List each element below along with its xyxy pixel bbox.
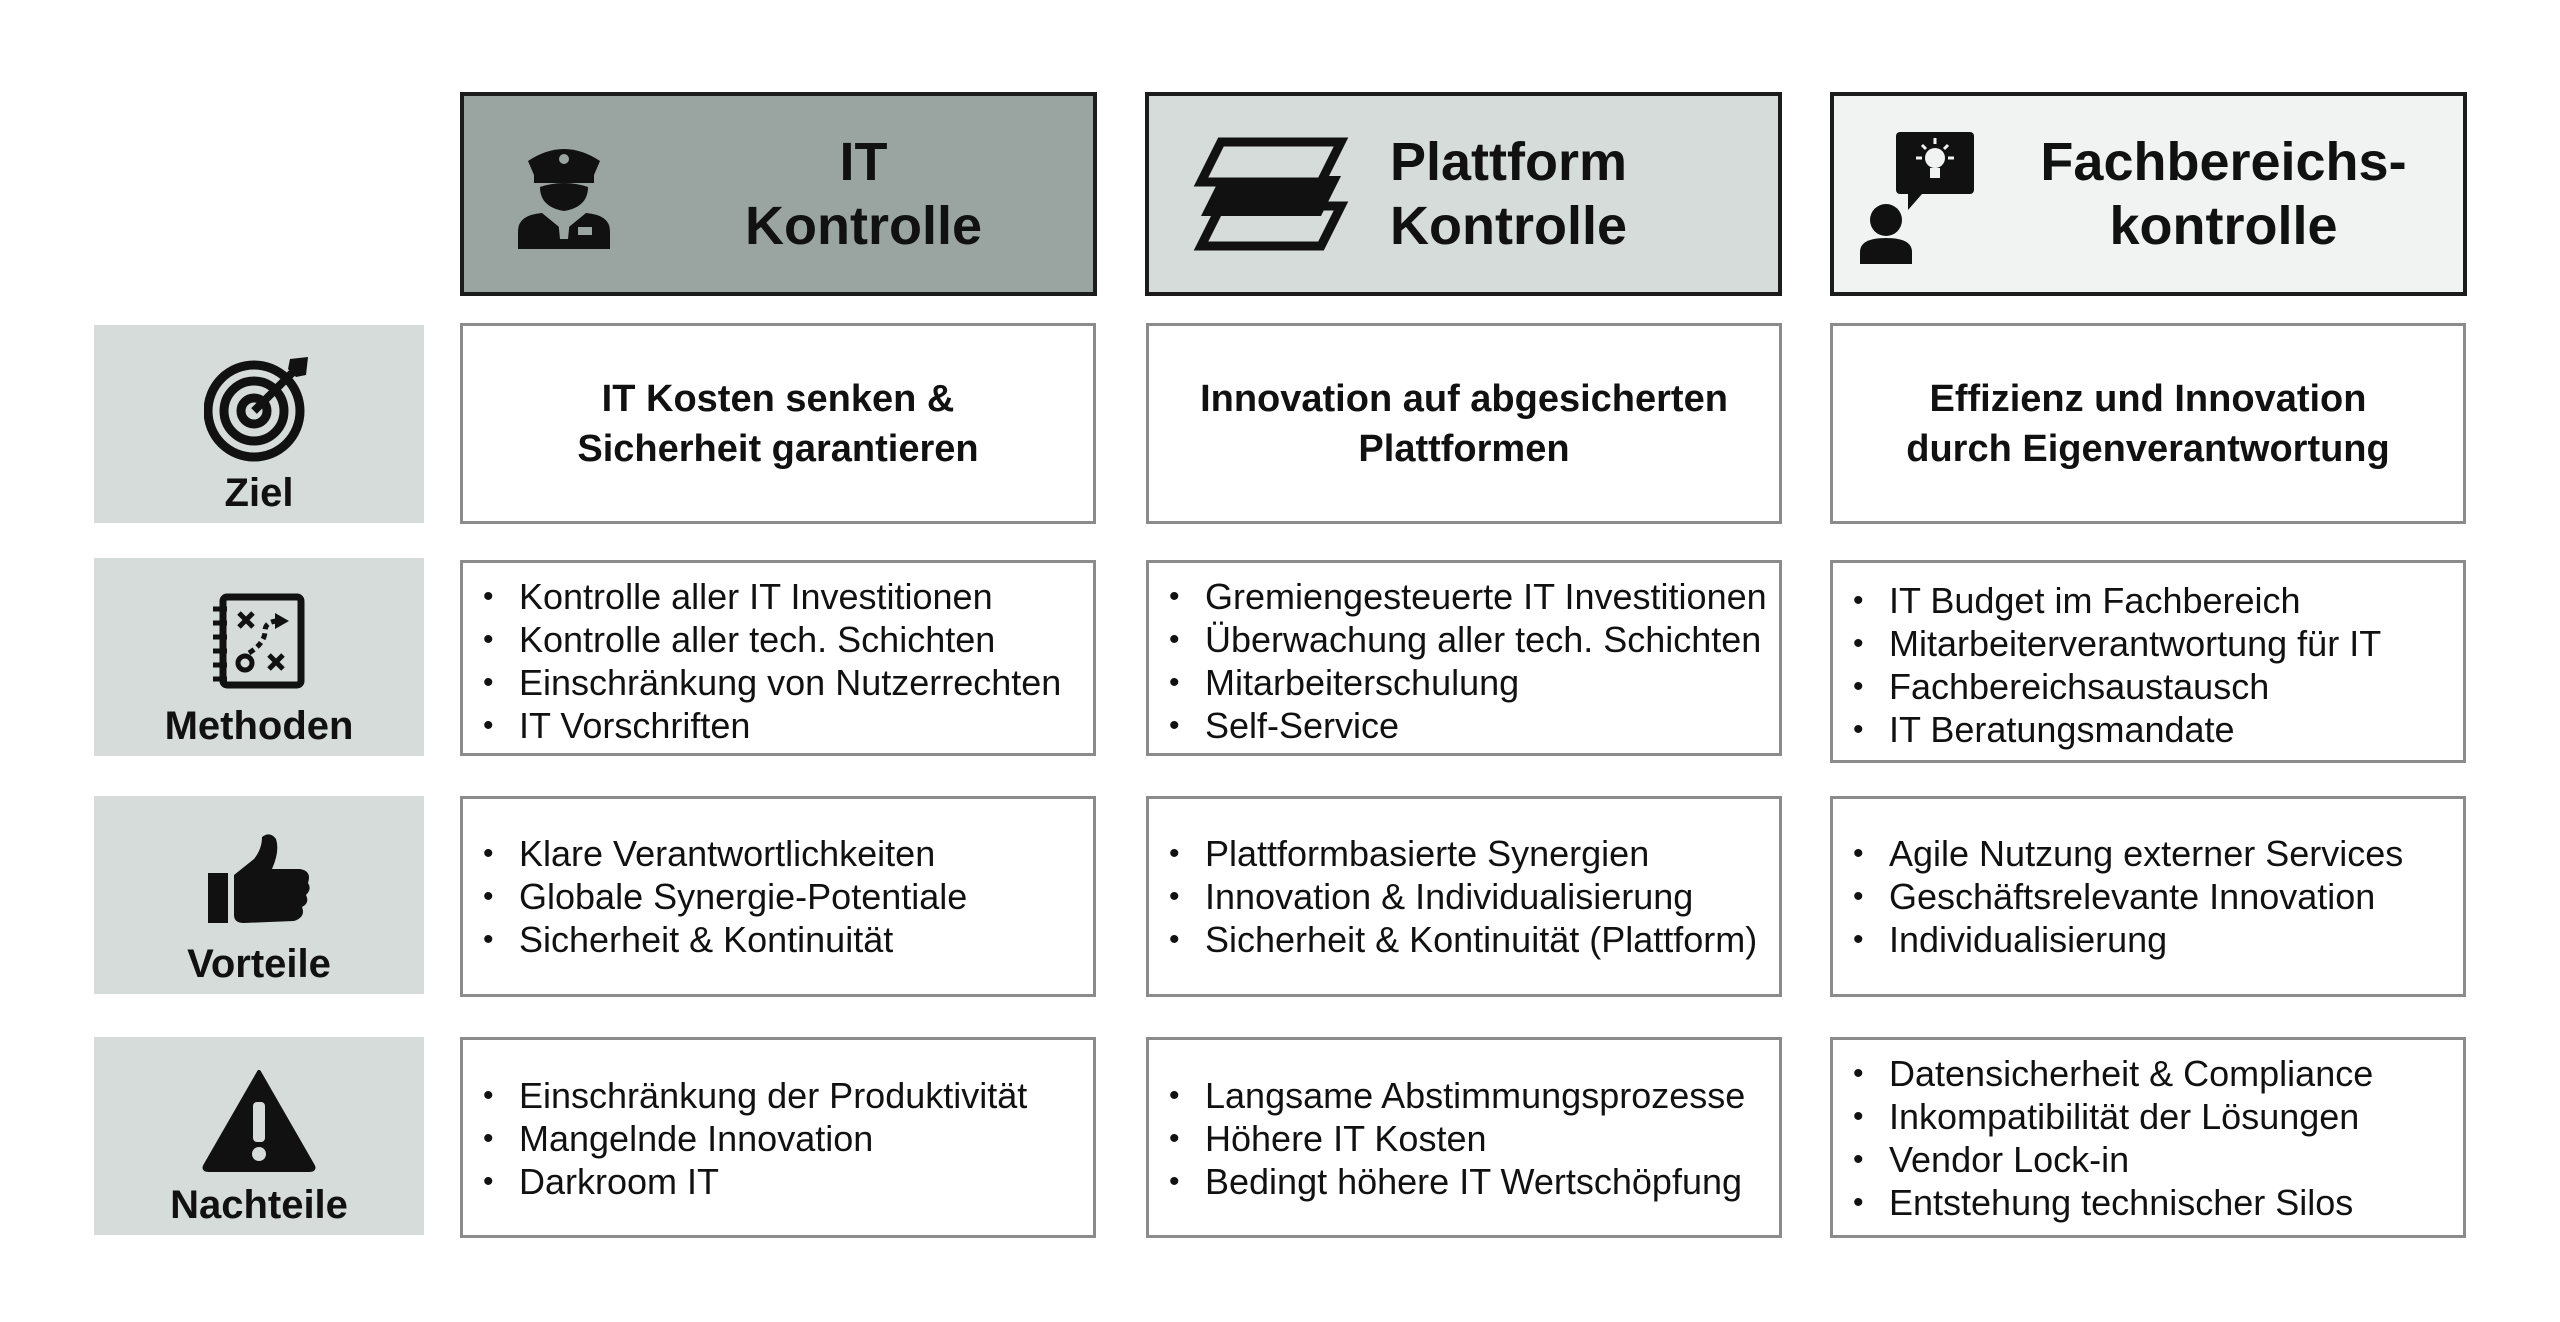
disadvantages-cell-it: Einschränkung der Produktivität Mangelnd… (460, 1037, 1096, 1238)
list-item: Kontrolle aller tech. Schichten (483, 618, 1083, 661)
methods-list: Gremiengesteuerte IT Investitionen Überw… (1169, 575, 1769, 747)
list-item: Datensicherheit & Compliance (1853, 1052, 2453, 1095)
row-label-text: Ziel (224, 471, 294, 515)
advantages-list: Agile Nutzung externer Services Geschäft… (1853, 832, 2453, 961)
strategy-board-icon (209, 586, 309, 696)
row-label-methoden: Methoden (94, 558, 424, 756)
row-label-text: Methoden (164, 704, 354, 748)
list-item: Globale Synergie-Potentiale (483, 875, 1083, 918)
column-title-line2: kontrolle (2109, 196, 2338, 256)
list-item: Self-Service (1169, 704, 1769, 747)
row-label-text: Nachteile (170, 1183, 348, 1227)
disadvantages-list: Langsame Abstimmungsprozesse Höhere IT K… (1169, 1074, 1769, 1203)
goal-cell-fachbereich: Effizienz und Innovation durch Eigenvera… (1830, 323, 2466, 524)
target-icon (204, 353, 314, 463)
column-title-line2: Kontrolle (1390, 196, 1627, 256)
list-item: IT Vorschriften (483, 704, 1083, 747)
goal-text: Effizienz und Innovation durch Eigenvera… (1906, 377, 2390, 470)
row-label-text: Vorteile (187, 942, 331, 986)
list-item: Überwachung aller tech. Schichten (1169, 618, 1769, 661)
column-title: Plattform Kontrolle (1319, 96, 1698, 292)
row-label-nachteile: Nachteile (94, 1037, 424, 1235)
column-title-line1: Fachbereichs- (2040, 132, 2407, 192)
column-header-plattform-kontrolle: Plattform Kontrolle (1145, 92, 1782, 296)
advantages-list: Klare Verantwortlichkeiten Globale Syner… (483, 832, 1083, 961)
methods-cell-it: Kontrolle aller IT Investitionen Kontrol… (460, 560, 1096, 756)
list-item: Mangelnde Innovation (483, 1117, 1083, 1160)
list-item: IT Beratungsmandate (1853, 708, 2453, 751)
layers-icon (1191, 96, 1351, 292)
list-item: Fachbereichsaustausch (1853, 665, 2453, 708)
list-item: Kontrolle aller IT Investitionen (483, 575, 1083, 618)
warning-icon (201, 1065, 317, 1175)
methods-list: Kontrolle aller IT Investitionen Kontrol… (483, 575, 1083, 747)
column-title-line1: IT (839, 132, 888, 192)
disadvantages-cell-fachbereich: Datensicherheit & Compliance Inkompatibi… (1830, 1037, 2466, 1238)
disadvantages-list: Einschränkung der Produktivität Mangelnd… (483, 1074, 1083, 1203)
methods-list: IT Budget im Fachbereich Mitarbeitervera… (1853, 579, 2453, 751)
list-item: Mitarbeiterverantwortung für IT (1853, 622, 2453, 665)
row-label-ziel: Ziel (94, 325, 424, 523)
column-header-fachbereichskontrolle: Fachbereichs- kontrolle (1830, 92, 2467, 296)
thumbs-up-icon (204, 824, 314, 934)
list-item: Individualisierung (1853, 918, 2453, 961)
column-title: IT Kontrolle (634, 96, 1093, 292)
list-item: Innovation & Individualisierung (1169, 875, 1769, 918)
list-item: Plattformbasierte Synergien (1169, 832, 1769, 875)
column-title-line1: Plattform (1389, 132, 1627, 192)
disadvantages-cell-plattform: Langsame Abstimmungsprozesse Höhere IT K… (1146, 1037, 1782, 1238)
goal-cell-plattform: Innovation auf abgesicherten Plattformen (1146, 323, 1782, 524)
list-item: Entstehung technischer Silos (1853, 1181, 2453, 1224)
police-officer-icon (514, 96, 614, 292)
list-item: Einschränkung von Nutzerrechten (483, 661, 1083, 704)
list-item: Mitarbeiterschulung (1169, 661, 1769, 704)
list-item: Vendor Lock-in (1853, 1138, 2453, 1181)
goal-text: Innovation auf abgesicherten Plattformen (1200, 377, 1728, 470)
list-item: Gremiengesteuerte IT Investitionen (1169, 575, 1769, 618)
advantages-cell-it: Klare Verantwortlichkeiten Globale Syner… (460, 796, 1096, 997)
list-item: Bedingt höhere IT Wertschöpfung (1169, 1160, 1769, 1203)
list-item: Darkroom IT (483, 1160, 1083, 1203)
advantages-cell-fachbereich: Agile Nutzung externer Services Geschäft… (1830, 796, 2466, 997)
disadvantages-list: Datensicherheit & Compliance Inkompatibi… (1853, 1052, 2453, 1224)
list-item: Einschränkung der Produktivität (483, 1074, 1083, 1117)
advantages-list: Plattformbasierte Synergien Innovation &… (1169, 832, 1769, 961)
list-item: Langsame Abstimmungsprozesse (1169, 1074, 1769, 1117)
list-item: Sicherheit & Kontinuität (483, 918, 1083, 961)
list-item: Agile Nutzung externer Services (1853, 832, 2453, 875)
list-item: Sicherheit & Kontinuität (Plattform) (1169, 918, 1769, 961)
goal-cell-it: IT Kosten senken & Sicherheit garantiere… (460, 323, 1096, 524)
goal-text: IT Kosten senken & Sicherheit garantiere… (577, 377, 979, 470)
column-header-it-kontrolle: IT Kontrolle (460, 92, 1097, 296)
column-title: Fachbereichs- kontrolle (1984, 96, 2463, 292)
list-item: Klare Verantwortlichkeiten (483, 832, 1083, 875)
list-item: Geschäftsrelevante Innovation (1853, 875, 2453, 918)
person-idea-icon (1856, 96, 1976, 292)
list-item: IT Budget im Fachbereich (1853, 579, 2453, 622)
methods-cell-plattform: Gremiengesteuerte IT Investitionen Überw… (1146, 560, 1782, 756)
advantages-cell-plattform: Plattformbasierte Synergien Innovation &… (1146, 796, 1782, 997)
methods-cell-fachbereich: IT Budget im Fachbereich Mitarbeitervera… (1830, 560, 2466, 763)
list-item: Inkompatibilität der Lösungen (1853, 1095, 2453, 1138)
list-item: Höhere IT Kosten (1169, 1117, 1769, 1160)
column-title-line2: Kontrolle (745, 196, 982, 256)
row-label-vorteile: Vorteile (94, 796, 424, 994)
